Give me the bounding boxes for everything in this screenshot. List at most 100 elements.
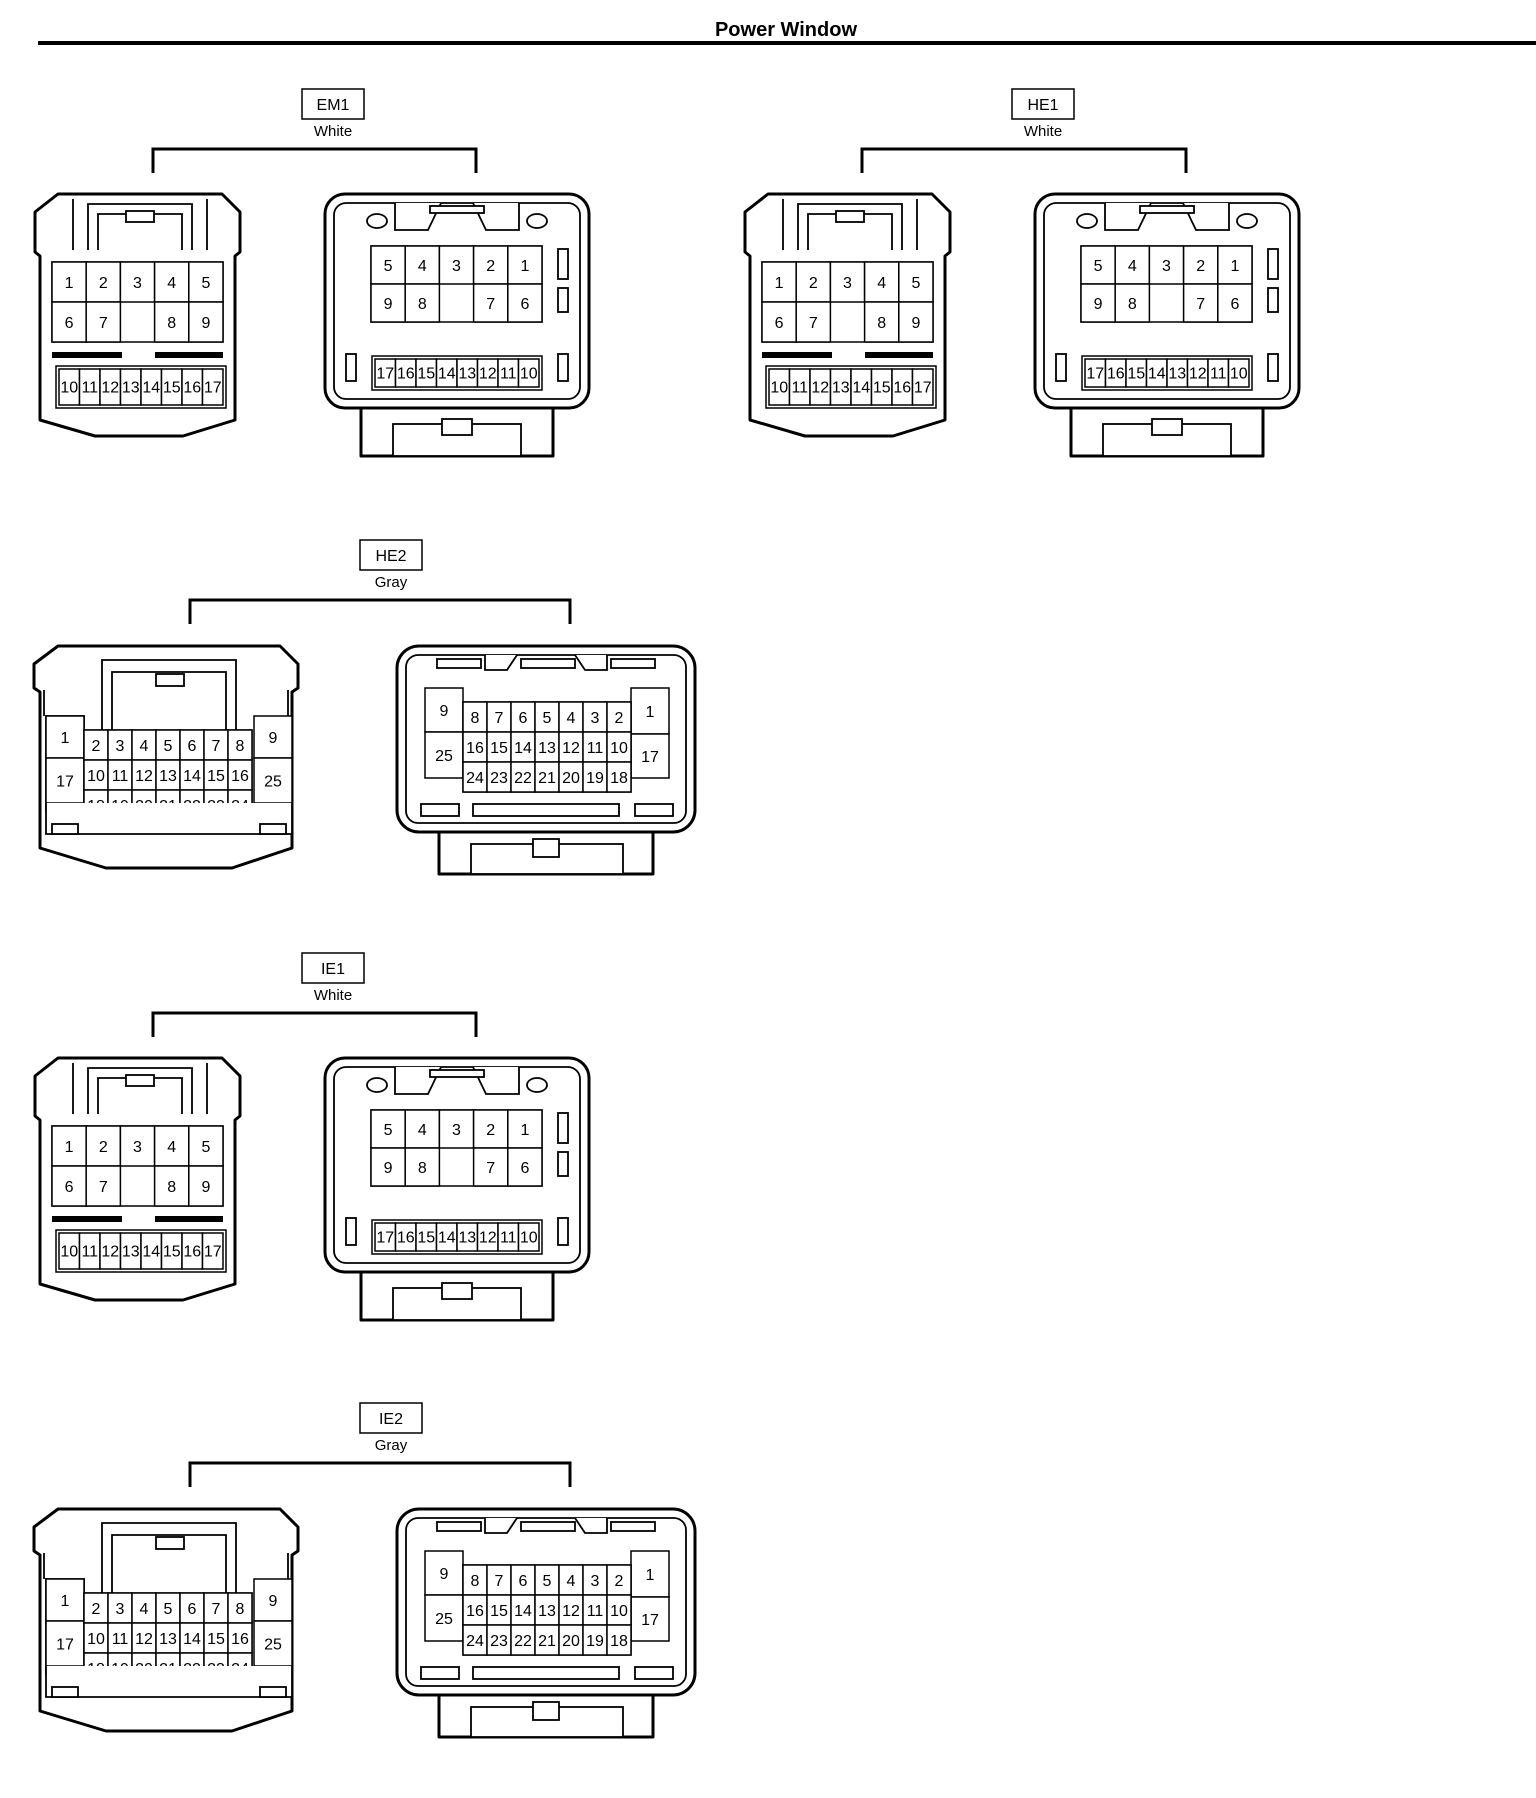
pin-number: 7 [486, 1160, 495, 1177]
pin-number: 12 [101, 1243, 119, 1260]
pin-number: 12 [135, 1631, 153, 1648]
pin-number: 13 [832, 379, 850, 396]
side-guide [1267, 248, 1279, 280]
connector-code-box [359, 539, 423, 571]
connector-group-he2: HE2Gray117925234567810111213141516181920… [32, 539, 697, 876]
pin-number: 14 [852, 379, 870, 396]
pin-cell [863, 301, 900, 343]
pin-number: 11 [791, 379, 808, 396]
lock-tab-inner [111, 671, 227, 730]
housing-rib [43, 690, 289, 716]
pin-number: 14 [142, 379, 160, 396]
connector-color: White [1024, 123, 1062, 140]
pin-number: 8 [471, 710, 480, 727]
lock-slot [429, 205, 485, 214]
housing-rib [43, 1553, 289, 1579]
pin-cell [534, 1594, 560, 1626]
pin-number: 2 [809, 275, 818, 292]
housing-slot [610, 658, 656, 669]
pin-cell [507, 283, 543, 323]
housing-slot [610, 1521, 656, 1532]
pin-cell [85, 301, 122, 343]
pin-cell [85, 1125, 122, 1167]
base-stop [259, 823, 287, 835]
pin-cell [1080, 283, 1116, 323]
pin-number: 15 [1127, 365, 1145, 382]
mating-bracket [188, 1461, 572, 1487]
pin-number: 14 [514, 1603, 532, 1620]
pin-number: 10 [610, 1603, 628, 1620]
connector-color: Gray [375, 574, 408, 591]
lock-latch [125, 1074, 155, 1087]
pin-cell [829, 261, 866, 303]
pin-number: 25 [264, 773, 282, 790]
pin-number: 19 [586, 1633, 604, 1650]
pin-cell [119, 1125, 156, 1167]
pin-cell [179, 1592, 205, 1624]
pin-number: 13 [122, 379, 140, 396]
lock-tab-inner [111, 1534, 227, 1593]
pin-number: 15 [490, 1603, 508, 1620]
pin-cell [424, 1550, 464, 1596]
connector-code: EM1 [317, 97, 350, 114]
pin-number: 3 [116, 1601, 125, 1618]
side-guide [557, 287, 569, 313]
pin-number: 1 [1230, 258, 1239, 275]
pin-number: 1 [520, 1122, 529, 1139]
housing-base [45, 803, 293, 835]
pin-number: 7 [212, 1601, 221, 1618]
pin-number: 6 [188, 1601, 197, 1618]
pin-cell [424, 731, 464, 779]
pin-cell [462, 1564, 488, 1596]
pin-cell [404, 1109, 441, 1149]
housing-notch [484, 654, 608, 671]
pin-number: 12 [135, 768, 153, 785]
side-guide [557, 1217, 569, 1246]
pin-number: 16 [466, 740, 484, 757]
pin-cell [517, 358, 540, 388]
pin-cell [370, 1109, 406, 1149]
key-bar [155, 1216, 223, 1222]
connector-code: IE1 [321, 961, 345, 978]
pin-cell [606, 761, 632, 793]
base-stop [259, 1686, 287, 1698]
pin-number: 14 [142, 1243, 160, 1260]
pin-number: 4 [567, 1573, 576, 1590]
pin-number: 8 [418, 1160, 427, 1177]
pin-cell [510, 1564, 536, 1596]
pin-number: 10 [60, 1243, 78, 1260]
pin-cell [1217, 283, 1253, 323]
lock-latch [835, 210, 865, 223]
pin-number: 25 [264, 1636, 282, 1653]
pin-number: 16 [183, 379, 201, 396]
pin-number: 3 [452, 258, 461, 275]
pin-number: 15 [163, 379, 181, 396]
pin-number: 5 [201, 1139, 210, 1156]
pin-number: 25 [435, 1611, 453, 1628]
base-stop [51, 1686, 79, 1698]
pin-number: 5 [164, 1601, 173, 1618]
bottom-stop [420, 803, 460, 817]
page-title: Power Window [715, 19, 857, 41]
pin-number: 2 [92, 1601, 101, 1618]
pin-number: 11 [500, 365, 517, 382]
pin-number: 16 [397, 1229, 415, 1246]
pin-cell [534, 1624, 560, 1656]
connector-code-box [301, 88, 365, 120]
bottom-stop [634, 1666, 674, 1680]
lock-slot [1139, 205, 1195, 214]
pin-number: 8 [877, 315, 886, 332]
pin-cell [45, 1620, 85, 1667]
pin-number: 7 [486, 296, 495, 313]
pin-cell [517, 1222, 540, 1252]
pin-cell [253, 1620, 293, 1667]
pin-number: 12 [479, 1229, 497, 1246]
pin-cell [1227, 358, 1250, 388]
pin-number: 9 [1094, 296, 1103, 313]
pin-number: 10 [60, 379, 78, 396]
pin-number: 17 [56, 773, 74, 790]
pin-cell [227, 1622, 253, 1654]
